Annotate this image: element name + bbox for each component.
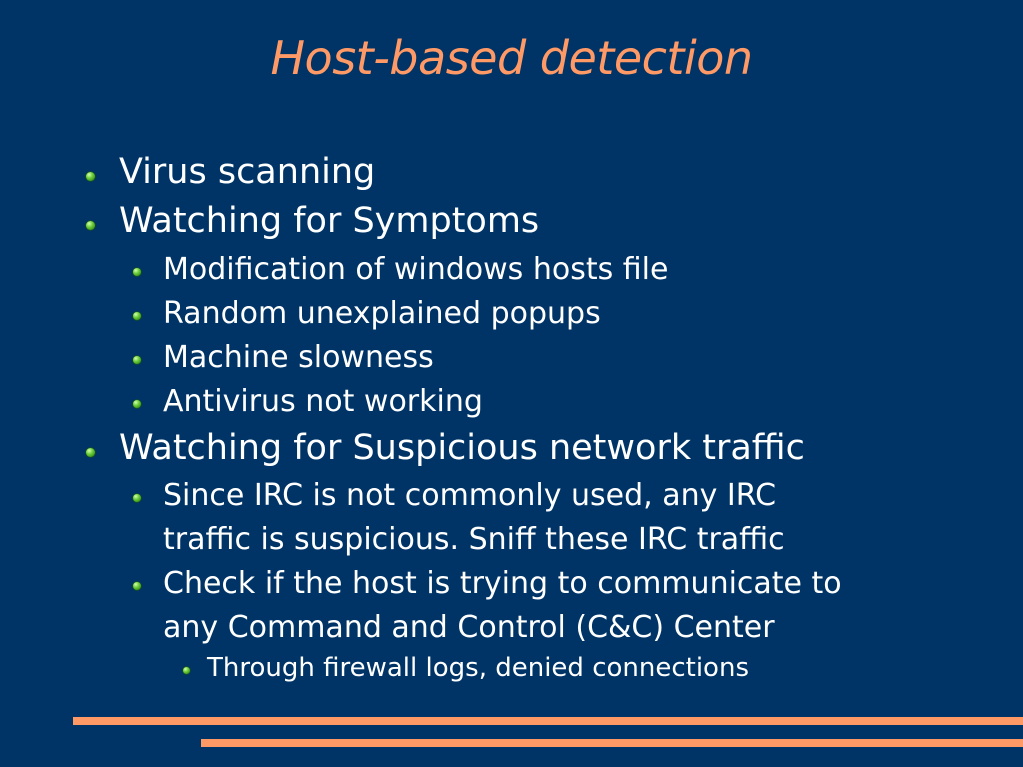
bullet-text: Random unexplained popups bbox=[163, 296, 601, 331]
bullet-text: Watching for Suspicious network traffic bbox=[119, 428, 805, 468]
bullet-item-slowness: Machine slowness bbox=[133, 336, 434, 380]
green-bullet-icon bbox=[183, 667, 190, 674]
green-bullet-icon bbox=[86, 172, 95, 181]
bullet-item-irc-continued: traffic is suspicious. Sniff these IRC t… bbox=[163, 518, 785, 562]
green-bullet-icon bbox=[133, 356, 141, 364]
green-bullet-icon bbox=[86, 221, 95, 230]
bullet-text: Check if the host is trying to communica… bbox=[163, 566, 842, 601]
bullet-item-antivirus: Antivirus not working bbox=[133, 380, 483, 424]
bullet-item-popups: Random unexplained popups bbox=[133, 292, 601, 336]
green-bullet-icon bbox=[86, 448, 95, 457]
bullet-text: Watching for Symptoms bbox=[119, 201, 540, 241]
green-bullet-icon bbox=[133, 312, 141, 320]
bullet-text: Machine slowness bbox=[163, 340, 434, 375]
slide-title: Host-based detection bbox=[270, 31, 753, 85]
green-bullet-icon bbox=[133, 400, 141, 408]
bullet-text: Since IRC is not commonly used, any IRC bbox=[163, 478, 777, 513]
bullet-text: Virus scanning bbox=[119, 152, 376, 192]
bullet-item-firewall: Through firewall logs, denied connection… bbox=[183, 650, 749, 686]
green-bullet-icon bbox=[133, 582, 141, 590]
green-bullet-icon bbox=[133, 268, 141, 276]
footer-rule-bottom bbox=[201, 739, 1023, 747]
bullet-item-watching-symptoms: Watching for Symptoms bbox=[86, 199, 540, 243]
bullet-item-command-control-continued: any Command and Control (C&C) Center bbox=[163, 606, 775, 650]
bullet-text: Through firewall logs, denied connection… bbox=[207, 653, 749, 683]
bullet-text: traffic is suspicious. Sniff these IRC t… bbox=[163, 522, 785, 557]
bullet-item-hosts-file: Modification of windows hosts file bbox=[133, 248, 669, 292]
bullet-item-irc: Since IRC is not commonly used, any IRC bbox=[133, 474, 777, 518]
green-bullet-icon bbox=[133, 494, 141, 502]
bullet-item-virus-scanning: Virus scanning bbox=[86, 150, 376, 194]
footer-rule-top bbox=[73, 717, 1023, 725]
bullet-text: Antivirus not working bbox=[163, 384, 483, 419]
bullet-item-suspicious-traffic: Watching for Suspicious network traffic bbox=[86, 426, 805, 470]
bullet-text: Modification of windows hosts file bbox=[163, 252, 669, 287]
bullet-text: any Command and Control (C&C) Center bbox=[163, 610, 775, 645]
bullet-item-command-control: Check if the host is trying to communica… bbox=[133, 562, 842, 606]
